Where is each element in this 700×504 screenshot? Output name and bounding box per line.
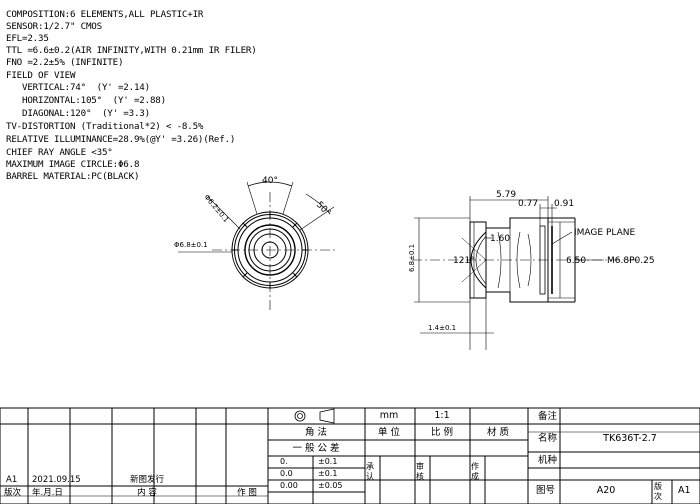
name-label: 名称 xyxy=(538,433,558,444)
unit-label: 单 位 xyxy=(377,427,401,438)
spec-line: CHIEF RAY ANGLE <35° xyxy=(6,147,113,158)
dim-14: 1.4±0.1 xyxy=(428,324,456,332)
tol-row-value: 0. xyxy=(280,457,288,466)
tol-row-value: 0.00 xyxy=(280,481,298,490)
tol-row-tol: ±0.1 xyxy=(318,457,338,466)
spec-line: VERTICAL:74° (Y' =2.14) xyxy=(6,82,150,93)
spec-line: EFL=2.35 xyxy=(6,33,49,44)
approve-label: 承认 xyxy=(366,462,374,481)
scale-label: 比 例 xyxy=(430,427,454,438)
dim-579: 5.79 xyxy=(496,190,516,200)
angle-method-label: 角 法 xyxy=(304,427,328,438)
unit-value: mm xyxy=(379,410,399,421)
dim-650: 6.50 xyxy=(566,256,586,266)
image-plane-label: IMAGE PLANE xyxy=(574,228,635,238)
version-label: 版次 xyxy=(654,482,662,501)
spec-line: BARREL MATERIAL:PC(BLACK) xyxy=(6,171,140,182)
tolerance-label: 一 般 公 差 xyxy=(292,443,340,454)
spec-line: FIELD OF VIEW xyxy=(6,70,76,81)
dia-outer-label: Φ6.8±0.1 xyxy=(174,241,208,249)
name-value: TK636T-2.7 xyxy=(603,433,657,444)
drawing-no-label: 图号 xyxy=(536,485,556,496)
scale-value: 1:1 xyxy=(434,410,450,421)
rev-description: 新图发行 xyxy=(129,475,165,485)
tol-row-tol: ±0.05 xyxy=(318,481,343,490)
remark-label: 备注 xyxy=(538,411,558,422)
height-label: 6.8±0.1 xyxy=(408,244,416,272)
material-label: 材 质 xyxy=(486,427,510,438)
spec-line: MAXIMUM IMAGE CIRCLE:Φ6.8 xyxy=(6,159,140,170)
review-label: 审核 xyxy=(416,462,424,481)
thread-label: M6.8P0.25 xyxy=(607,256,655,266)
rev-version: A1 xyxy=(6,475,18,485)
spec-line: COMPOSITION:6 ELEMENTS,ALL PLASTIC+IR xyxy=(6,9,204,20)
drawing-no-value: A20 xyxy=(596,485,616,496)
dim-091: 0.91 xyxy=(554,199,574,209)
dim-077: 0.77 xyxy=(518,199,538,209)
dim-160: 1.60 xyxy=(490,234,510,244)
author-label: 作成 xyxy=(471,462,479,481)
spec-line: TTL =6.6±0.2(AIR INFINITY,WITH 0.21mm IR… xyxy=(6,45,257,56)
angle-121: 121° xyxy=(453,256,475,266)
col-date: 年.月.日 xyxy=(32,488,63,498)
tol-row-tol: ±0.1 xyxy=(318,469,338,478)
model-label: 机种 xyxy=(538,455,558,466)
rev-date: 2021.09.15 xyxy=(32,475,81,485)
tol-row-value: 0.0 xyxy=(280,469,293,478)
spec-line: FNO =2.2±5% (INFINITE) xyxy=(6,57,124,68)
col-content: 内 容 xyxy=(137,488,157,498)
spec-line: DIAGONAL:120° (Y' =3.3) xyxy=(6,108,150,119)
spec-line: RELATIVE ILLUMINANCE=28.9%(@Y' =3.26)(Re… xyxy=(6,134,236,145)
col-author: 作 图 xyxy=(237,488,257,498)
angle-top-label: 40° xyxy=(262,176,278,186)
projection-symbol xyxy=(294,408,335,424)
version-value: A1 xyxy=(678,485,691,496)
spec-line: TV-DISTORTION (Traditional*2) < -8.5% xyxy=(6,121,204,132)
spec-line: SENSOR:1/2.7" CMOS xyxy=(6,21,102,32)
col-version: 版次 xyxy=(4,488,22,498)
spec-line: HORIZONTAL:105° (Y' =2.88) xyxy=(6,95,166,106)
